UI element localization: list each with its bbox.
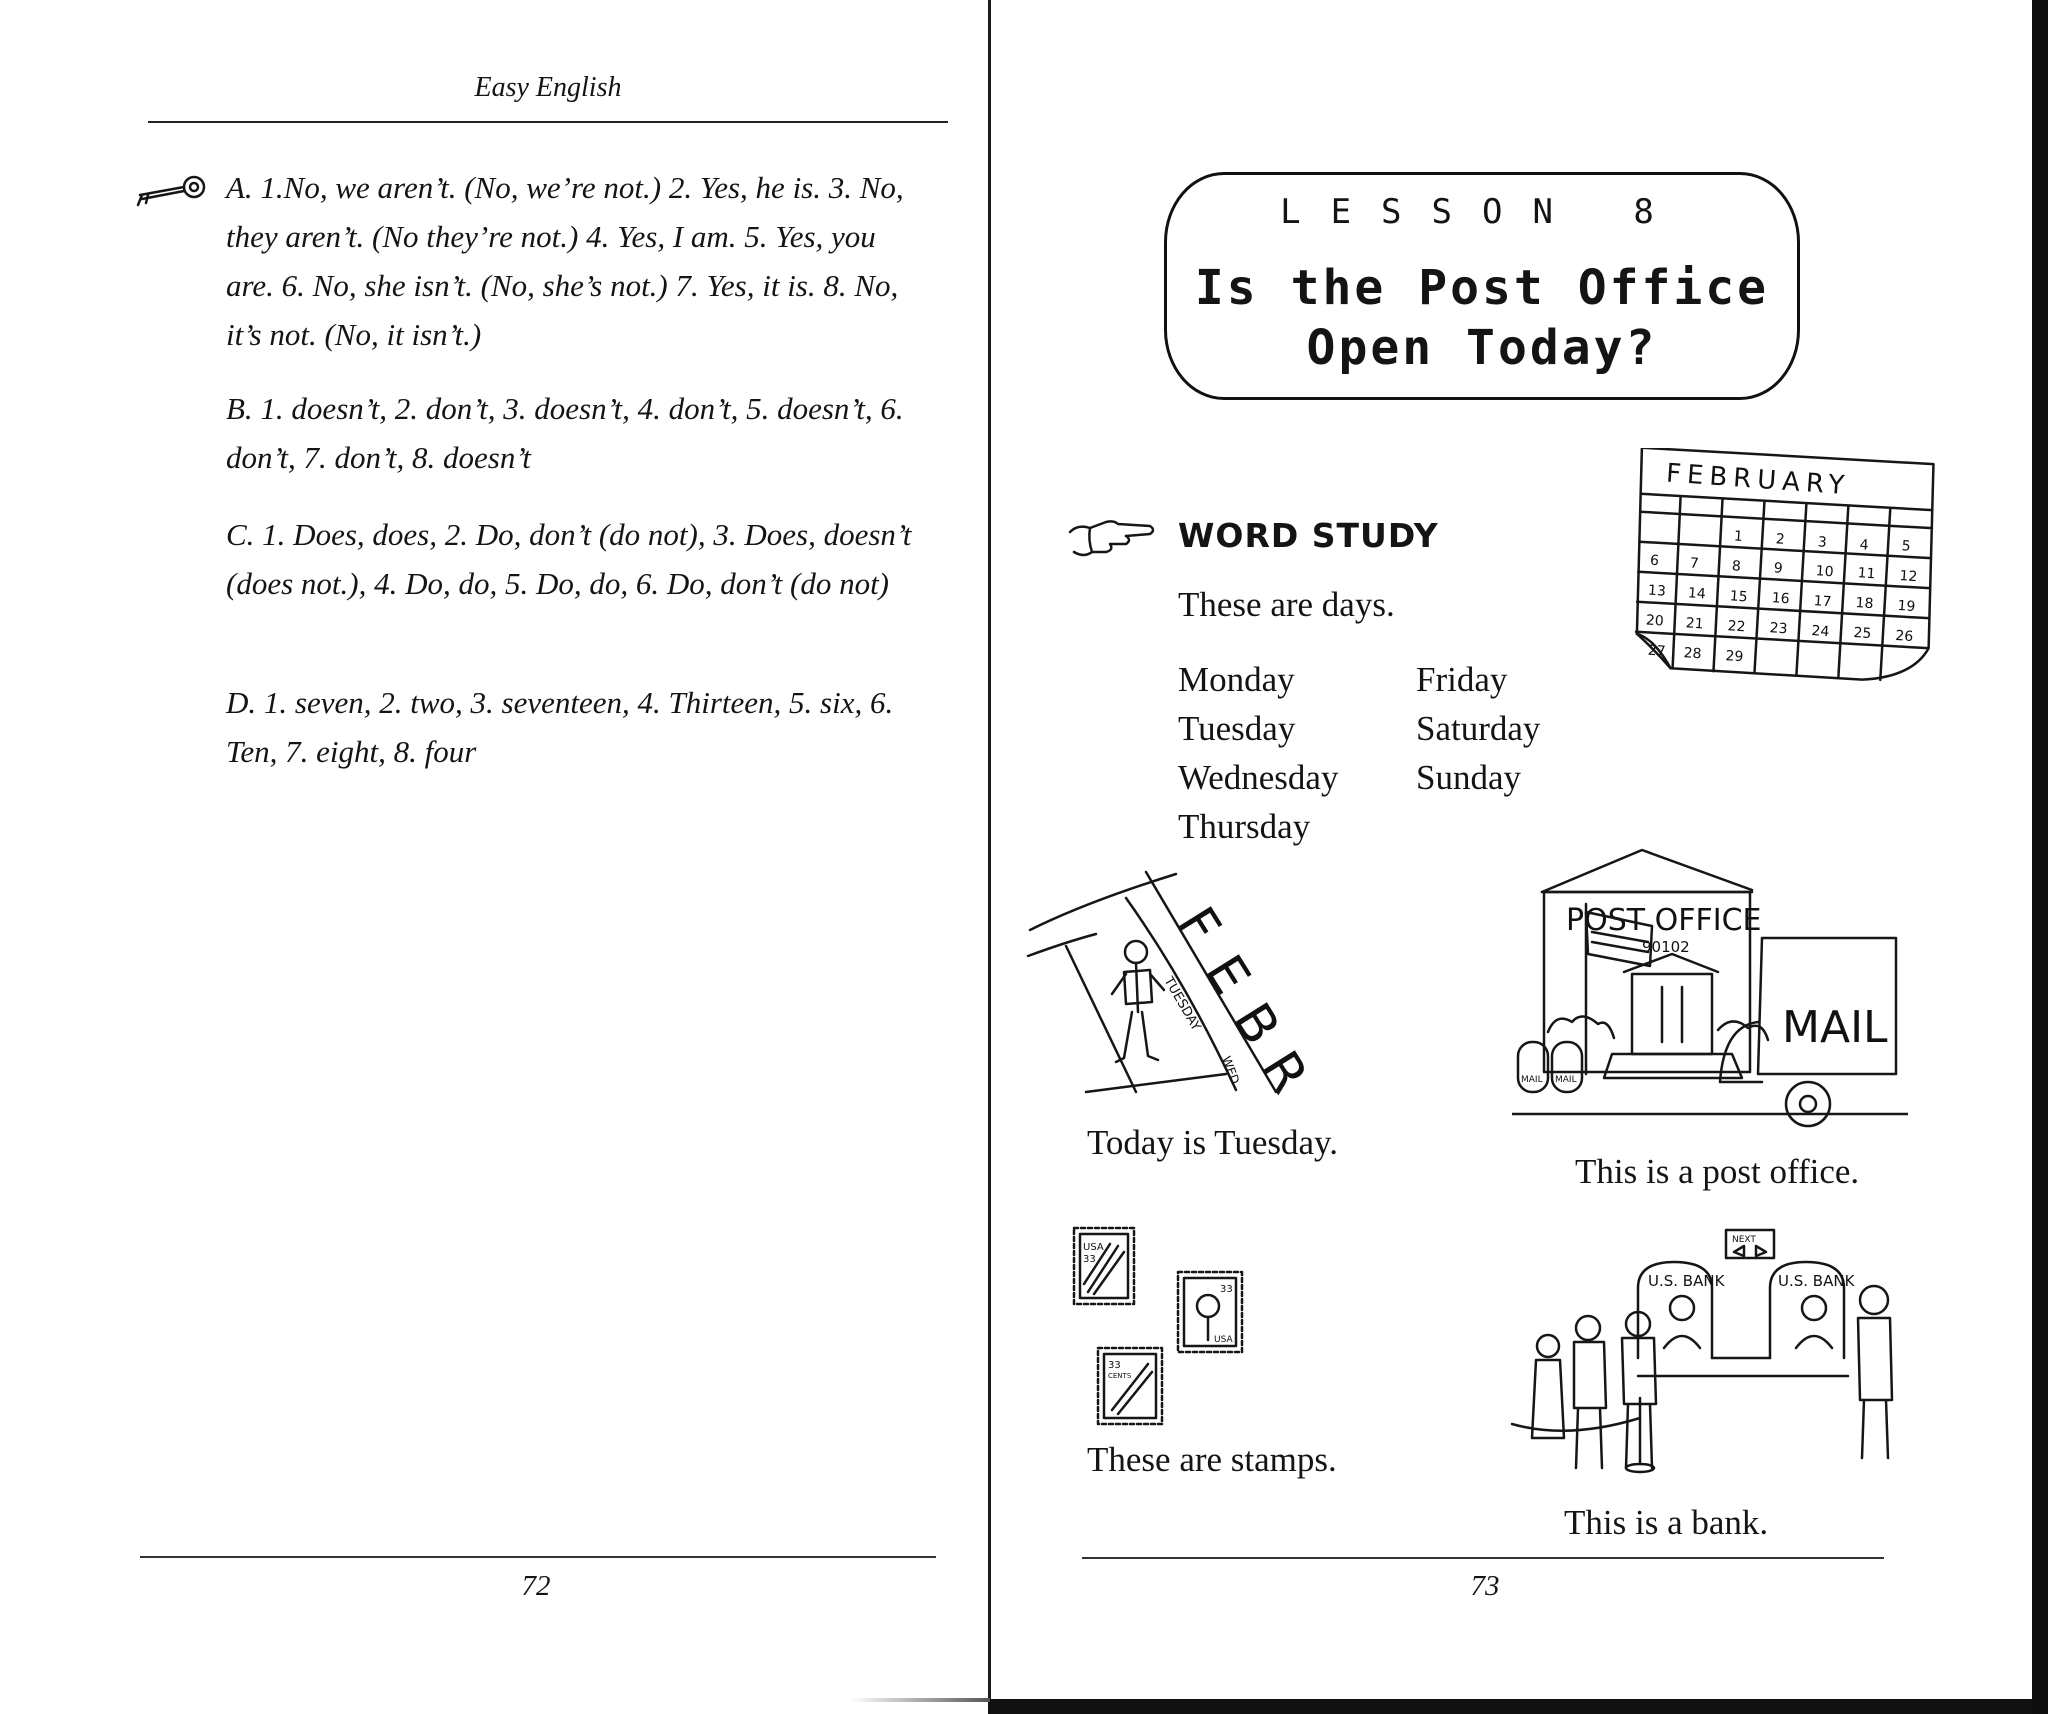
- svg-text:16: 16: [1771, 590, 1790, 607]
- svg-text:33: 33: [1220, 1284, 1233, 1295]
- svg-text:USA: USA: [1214, 1335, 1233, 1345]
- svg-text:WED: WED: [1219, 1054, 1242, 1086]
- lesson-title: Is the Post Office Open Today?: [1164, 258, 1800, 378]
- svg-text:14: 14: [1687, 585, 1706, 602]
- calendar-page-illustration: F E B R TUESDAY WED: [1026, 870, 1319, 1102]
- list-item: Tuesday: [1178, 709, 1296, 748]
- page-right-edge: [2032, 0, 2048, 1714]
- svg-text:19: 19: [1897, 598, 1916, 615]
- page-number-right: 73: [1470, 1570, 1500, 1602]
- header-rule: [148, 121, 948, 123]
- svg-text:21: 21: [1685, 615, 1704, 632]
- caption-today-is-tuesday: Today is Tuesday.: [1087, 1123, 1338, 1162]
- svg-text:8: 8: [1731, 558, 1741, 575]
- days-intro: These are days.: [1178, 585, 1395, 624]
- answer-b: B. 1. doesn’t, 2. don’t, 3. doesn’t, 4. …: [226, 391, 904, 475]
- days-list-column-1: Monday Tuesday Wednesday Thursday: [1178, 655, 1338, 851]
- svg-text:USA: USA: [1083, 1242, 1104, 1253]
- lesson-label: LESSON 8: [1280, 192, 1684, 232]
- svg-text:F: F: [1165, 897, 1232, 954]
- list-item: Thursday: [1178, 807, 1311, 846]
- svg-text:27: 27: [1647, 643, 1666, 660]
- footer-rule: [1082, 1557, 1884, 1559]
- book-spine: [988, 0, 991, 1700]
- post-office-illustration: POST OFFICE 90102 MAIL MAIL MAIL: [1512, 848, 1908, 1128]
- svg-text:9: 9: [1773, 560, 1783, 577]
- list-item: Sunday: [1416, 758, 1521, 797]
- svg-text:22: 22: [1727, 618, 1746, 635]
- svg-text:17: 17: [1813, 593, 1832, 610]
- footer-rule: [140, 1556, 936, 1558]
- days-list-column-2: Friday Saturday Sunday: [1416, 655, 1540, 802]
- list-item: Saturday: [1416, 709, 1541, 748]
- list-item: Wednesday: [1178, 758, 1339, 797]
- svg-text:7: 7: [1689, 555, 1699, 572]
- answer-c: C. 1. Does, does, 2. Do, don’t (do not),…: [226, 517, 912, 601]
- key-icon: [136, 175, 206, 207]
- svg-text:23: 23: [1769, 620, 1788, 637]
- svg-text:2: 2: [1775, 531, 1785, 548]
- svg-text:29: 29: [1725, 648, 1744, 665]
- pointing-hand-icon: [1068, 520, 1155, 557]
- list-item: Friday: [1416, 660, 1508, 699]
- svg-text:MAIL: MAIL: [1782, 1002, 1888, 1053]
- svg-text:NEXT: NEXT: [1732, 1235, 1756, 1245]
- svg-text:U.S. BANK: U.S. BANK: [1778, 1272, 1856, 1290]
- lesson-title-box: [1164, 172, 1800, 400]
- svg-text:12: 12: [1899, 568, 1918, 585]
- svg-text:24: 24: [1811, 623, 1830, 640]
- stamps-illustration: USA 33 33 USA 33 CENTS: [1072, 1226, 1244, 1426]
- caption-stamps: These are stamps.: [1087, 1440, 1337, 1479]
- page-bottom-edge: [988, 1699, 2048, 1714]
- svg-text:11: 11: [1857, 565, 1876, 582]
- svg-text:6: 6: [1649, 553, 1659, 570]
- svg-text:E: E: [1193, 945, 1261, 1005]
- svg-text:MAIL: MAIL: [1521, 1075, 1543, 1085]
- svg-text:R: R: [1249, 1041, 1319, 1102]
- caption-post-office: This is a post office.: [1575, 1152, 1860, 1191]
- svg-text:28: 28: [1683, 645, 1702, 662]
- list-item: Monday: [1178, 660, 1295, 699]
- svg-text:26: 26: [1895, 628, 1914, 645]
- calendar-illustration: FEBRUARY 1 2 3 4 5 6 7 8 9 10 11 12 13 1…: [1634, 448, 1935, 682]
- svg-text:4: 4: [1859, 537, 1869, 554]
- svg-text:25: 25: [1853, 625, 1872, 642]
- svg-text:20: 20: [1645, 612, 1664, 629]
- svg-text:5: 5: [1901, 538, 1911, 555]
- svg-text:10: 10: [1815, 563, 1834, 580]
- svg-text:18: 18: [1855, 595, 1874, 612]
- calendar-month: FEBRUARY: [1665, 459, 1851, 502]
- answer-d: D. 1. seven, 2. two, 3. seventeen, 4. Th…: [226, 685, 894, 769]
- caption-bank: This is a bank.: [1564, 1503, 1769, 1542]
- answer-a: A. 1.No, we aren’t. (No, we’re not.) 2. …: [226, 170, 904, 352]
- svg-text:33: 33: [1083, 1254, 1096, 1265]
- page-number-left: 72: [521, 1570, 551, 1602]
- scan-smudge: [850, 1698, 990, 1702]
- svg-text:MAIL: MAIL: [1555, 1075, 1577, 1085]
- svg-text:13: 13: [1647, 583, 1666, 600]
- svg-text:B: B: [1221, 993, 1291, 1055]
- svg-text:3: 3: [1817, 534, 1827, 551]
- lesson-title-line1: Is the Post Office: [1194, 260, 1770, 316]
- svg-text:CENTS: CENTS: [1108, 1372, 1132, 1380]
- lesson-title-line2: Open Today?: [1306, 320, 1658, 376]
- svg-text:15: 15: [1729, 588, 1748, 605]
- bank-illustration: NEXT U.S. BANK U.S. BANK: [1510, 1228, 1894, 1474]
- svg-text:U.S. BANK: U.S. BANK: [1648, 1272, 1726, 1290]
- svg-text:90102: 90102: [1642, 938, 1690, 956]
- svg-text:33: 33: [1108, 1360, 1121, 1371]
- section-heading-word-study: WORD STUDY: [1178, 516, 1439, 555]
- running-head: Easy English: [474, 72, 622, 103]
- svg-text:1: 1: [1733, 528, 1743, 545]
